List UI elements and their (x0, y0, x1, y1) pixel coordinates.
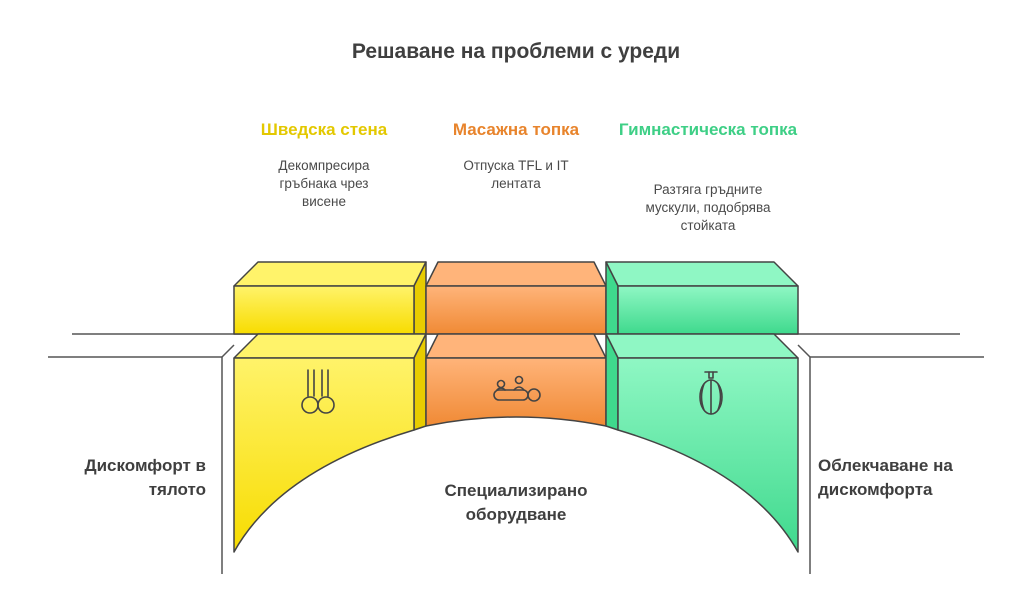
desc-massage-ball: Отпуска TFL и IT лентата (463, 158, 569, 191)
upper-block-green (605, 261, 799, 335)
heading-gym-ball: Гимнастическа топка (618, 120, 798, 139)
massage-roller-icon (493, 375, 541, 402)
diagram-title: Решаване на проблеми с уреди (351, 40, 681, 63)
left-label: Дискомфорт в тялото (84, 456, 206, 499)
upper-block-yellow (233, 261, 427, 335)
desc-swedish-wall: Декомпресира гръбнака чрез висене (278, 158, 370, 209)
center-label: Специализирано оборудване (444, 481, 588, 524)
heading-massage-ball: Масажна топка (452, 120, 580, 139)
right-label: Облекчаване на дискомфорта (818, 456, 953, 499)
desc-gym-ball: Разтяга гръдните мускули, подобрява стой… (645, 182, 771, 233)
heading-swedish-wall: Шведска стена (260, 120, 388, 139)
upper-block-orange (425, 261, 607, 335)
left-bridge-edge (221, 344, 235, 358)
right-bridge-edge (797, 344, 811, 358)
punching-ball-icon (699, 371, 723, 415)
lower-block-orange (425, 333, 607, 427)
lower-block-yellow (233, 333, 427, 553)
gymnastic-rings-icon (301, 369, 335, 414)
lower-block-green (605, 333, 799, 553)
